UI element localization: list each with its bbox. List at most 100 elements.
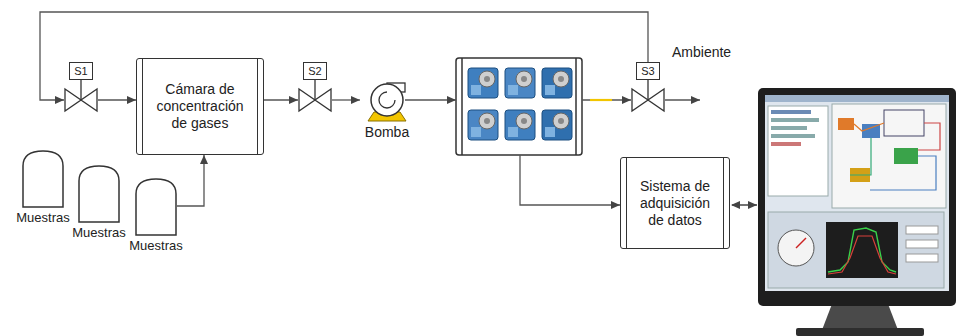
drawing-part [832,104,946,208]
valve-stem [647,79,648,100]
symbol-label: Muestras [3,210,83,225]
drawing-part [521,76,527,82]
sample-tank-node: Muestras [78,165,120,240]
symbol-label: Muestras [59,225,139,240]
drawing-part [575,58,577,155]
drawing-part [918,123,940,150]
drawing-part [542,110,572,140]
drawing-part [870,156,936,190]
valve-body [299,89,315,111]
drawing-part [479,71,495,87]
text-stack: Sistema de adquisición de datos [635,178,715,229]
process-box: Cámara de concentración de gases [136,58,264,155]
drawing-part [516,71,532,87]
drawing-part [553,113,569,129]
drawing-part [468,110,498,140]
drawing-part [468,68,498,98]
drawing-part [771,134,815,138]
drawing-part [826,222,898,278]
drawing-part [471,85,481,95]
drawing-part [884,110,924,136]
drawing-part [771,142,801,146]
valve-body [315,89,331,111]
drawing-part [456,58,582,155]
drawing-part [828,236,896,274]
symbol-label: Bomba [360,124,414,140]
flow-highlight [590,99,612,101]
drawing-part [906,226,938,234]
flow-line [582,99,631,100]
flow-line [665,99,700,100]
valve-node: S3 [631,62,665,118]
sensor-chamber [456,58,582,155]
flow-connector [40,12,648,100]
drawing-part [558,118,564,124]
box-inner-line [257,59,258,154]
sample-tank [136,179,176,235]
drawing-part [545,85,555,95]
box-text: Sistema de adquisición de datos [635,178,715,229]
drawing-part [765,95,949,291]
gas-sensors [468,68,572,140]
tank-symbol [135,178,177,236]
valve-label: S2 [303,62,327,80]
drawing-part [838,118,854,130]
flow-connector [98,99,136,100]
drawing-part [461,58,463,155]
drawing-part [758,88,956,306]
drawing-part [542,68,572,98]
box-inner-line [626,158,627,248]
drawing-part [468,68,498,98]
drawing-part [468,110,498,140]
drawing-part [906,240,938,248]
ambient-label: Ambiente [672,44,731,60]
pump-impeller [379,92,395,108]
process-box: Sistema de adquisición de datos [620,157,730,249]
pump-symbol [360,78,414,124]
drawing-part [854,123,884,131]
data-link [732,204,757,206]
drawing-part [505,110,535,140]
drawing-part [768,212,944,288]
drawing-part [505,68,535,98]
sample-tank-node: Muestras [135,178,177,253]
tank-symbol [78,165,120,223]
drawing-part [862,124,880,138]
valve-body [81,89,97,111]
drawing-part [521,118,527,124]
drawing-part [558,76,564,82]
drawing-part [508,127,518,137]
valve-label: S1 [69,62,93,80]
sample-tank [23,151,63,207]
box-inner-line [142,59,143,154]
drawing-part [828,228,896,272]
valve-stem [80,79,81,100]
drawing-part [771,126,807,130]
drawing-part [906,254,938,262]
valve-node: S1 [64,62,98,118]
valve-body [65,89,81,111]
flow-connector [177,155,204,206]
drawing-part [484,76,490,82]
drawing-part [505,68,535,98]
tank-symbol [22,150,64,208]
drawing-part [894,148,918,164]
drawing-part [822,304,898,330]
flow-connector [332,99,360,100]
valve-label: S3 [636,62,660,80]
drawing-part [484,118,490,124]
drawing-part [771,118,819,122]
valve-stem [314,79,315,100]
drawing-part [765,95,949,102]
drawing-part [508,85,518,95]
valve-body [648,89,664,111]
drawing-part [796,238,806,248]
drawing-part [553,71,569,87]
pump-node: Bomba [360,78,414,140]
valve-node: S2 [298,62,332,118]
drawing-part [768,106,828,196]
valve-body [632,89,648,111]
